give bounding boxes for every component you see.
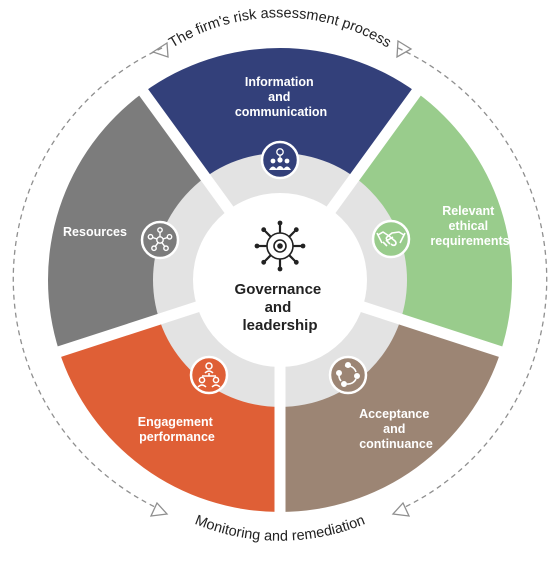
separator-1 <box>134 82 235 215</box>
segment-separators <box>50 82 510 520</box>
top-left-arrowhead <box>151 41 169 58</box>
ring-segments <box>47 47 512 512</box>
team-idea-badge <box>260 140 300 180</box>
top-caption: The firm's risk assessment process <box>166 5 393 51</box>
team-idea-icon <box>269 148 291 170</box>
separator-5 <box>50 301 201 360</box>
center-disc <box>193 193 367 367</box>
segment-label-engagement: Engagement performance <box>138 415 217 444</box>
segment-acceptance <box>280 318 501 512</box>
center-title: Governance and leadership <box>235 281 326 334</box>
separator-2 <box>325 82 426 215</box>
center-line-1: Governance <box>235 281 322 298</box>
segment-label-ethical: Relevant ethical requirements <box>430 204 509 248</box>
segment-label-resources: Resources <box>63 225 127 239</box>
left-dashed-arc <box>12 47 163 508</box>
segment-information <box>143 47 417 181</box>
cycle-arrows-icon <box>336 362 361 388</box>
center-line-3: leadership <box>242 317 317 334</box>
segment-label-information: Information and communication <box>235 75 327 119</box>
team-structure-badge <box>189 355 229 395</box>
team-structure-icon <box>197 362 221 388</box>
segment-ethical <box>352 92 512 352</box>
top-right-arrowhead <box>396 39 413 59</box>
bottom-left-arrowhead <box>149 501 169 517</box>
bottom-right-arrowhead <box>391 501 411 517</box>
segment-label-acceptance: Acceptance and continuance <box>359 407 433 451</box>
segment-engagement <box>59 318 280 512</box>
network-badge <box>140 220 180 260</box>
cycle-badge <box>328 355 368 395</box>
separator-3 <box>359 301 510 360</box>
center-line-2: and <box>265 299 292 316</box>
ship-wheel-icon <box>254 220 306 272</box>
handshake-badge <box>371 219 411 259</box>
handshake-icon <box>376 231 406 247</box>
segment-resources <box>47 92 208 352</box>
right-dashed-arc <box>397 47 548 508</box>
network-hub-icon <box>147 227 173 252</box>
